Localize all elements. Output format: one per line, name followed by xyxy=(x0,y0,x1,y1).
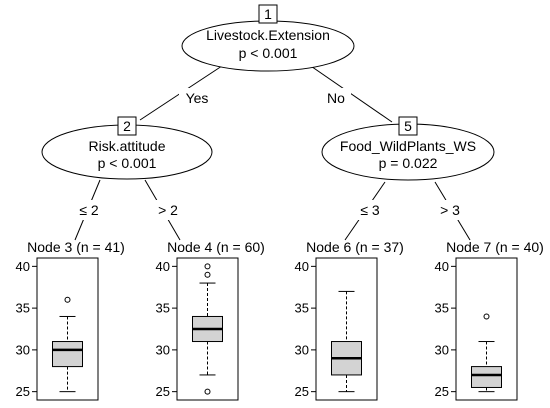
outlier-point xyxy=(64,296,71,303)
iqr-box xyxy=(471,366,502,388)
node-variable: Livestock.Extension xyxy=(206,27,330,43)
y-tick-label: 25 xyxy=(295,384,309,399)
edge-label-bg xyxy=(179,88,215,108)
outlier-point xyxy=(204,388,211,395)
y-tick-label: 35 xyxy=(156,301,170,316)
inner-node-1: 1 Livestock.Extension p < 0.001 xyxy=(181,4,355,72)
edge-label-bg xyxy=(357,200,383,220)
outlier-point xyxy=(483,313,490,320)
y-tick-label: 30 xyxy=(156,342,170,357)
node-id: 5 xyxy=(404,118,412,134)
panel-frame xyxy=(455,257,518,401)
edge-label-bg xyxy=(437,200,463,220)
outlier-point xyxy=(204,263,211,270)
y-tick-label: 35 xyxy=(295,301,309,316)
y-tick-label: 40 xyxy=(16,259,30,274)
terminal-title: Node 4 (n = 60) xyxy=(167,239,265,255)
node-id-box xyxy=(398,116,418,136)
edge-label-bg xyxy=(321,88,351,108)
node-pvalue: p < 0.001 xyxy=(239,45,298,61)
inner-node-5: 5 Food_WildPlants_WS p = 0.022 xyxy=(321,116,495,181)
iqr-box xyxy=(52,341,83,368)
node-variable: Food_WildPlants_WS xyxy=(340,138,476,154)
inner-node-2: 2 Risk.attitude p < 0.001 xyxy=(41,116,213,180)
y-tick-label: 30 xyxy=(16,342,30,357)
edge-label-gt-3: > 3 xyxy=(440,202,460,218)
y-tick-label: 25 xyxy=(16,384,30,399)
node-pvalue: p = 0.022 xyxy=(379,155,438,171)
y-tick-label: 30 xyxy=(295,342,309,357)
panel-frame xyxy=(176,257,239,401)
edge-label-yes: Yes xyxy=(186,90,209,106)
node-id: 1 xyxy=(264,6,272,22)
edge-label-le-3: ≤ 3 xyxy=(360,202,380,218)
y-tick-label: 25 xyxy=(435,384,449,399)
outlier-point xyxy=(204,271,211,278)
edge-label-gt-2: > 2 xyxy=(158,202,178,218)
y-tick-label: 35 xyxy=(16,301,30,316)
y-tick-label: 40 xyxy=(156,259,170,274)
panel-frame xyxy=(36,257,99,401)
edge-label-no: No xyxy=(327,90,345,106)
terminal-title: Node 6 (n = 37) xyxy=(306,239,404,255)
terminal-title: Node 3 (n = 41) xyxy=(27,239,125,255)
edge-label-le-2: ≤ 2 xyxy=(79,202,99,218)
y-tick-label: 40 xyxy=(435,259,449,274)
node-id-box xyxy=(117,116,137,136)
y-tick-label: 30 xyxy=(435,342,449,357)
terminal-title: Node 7 (n = 40) xyxy=(446,239,544,255)
node-id-box xyxy=(258,4,278,24)
y-tick-label: 40 xyxy=(295,259,309,274)
edge-label-bg xyxy=(76,200,102,220)
node-variable: Risk.attitude xyxy=(88,138,165,154)
edge-label-bg xyxy=(155,200,181,220)
node-id: 2 xyxy=(123,118,131,134)
node-pvalue: p < 0.001 xyxy=(98,155,157,171)
y-tick-label: 25 xyxy=(156,384,170,399)
terminal-panels: Node 3 (n = 41) 25 30 35 40 Node 4 (n = 60) 25… xyxy=(16,239,544,401)
y-tick-label: 35 xyxy=(435,301,449,316)
panel-frame xyxy=(315,257,378,401)
